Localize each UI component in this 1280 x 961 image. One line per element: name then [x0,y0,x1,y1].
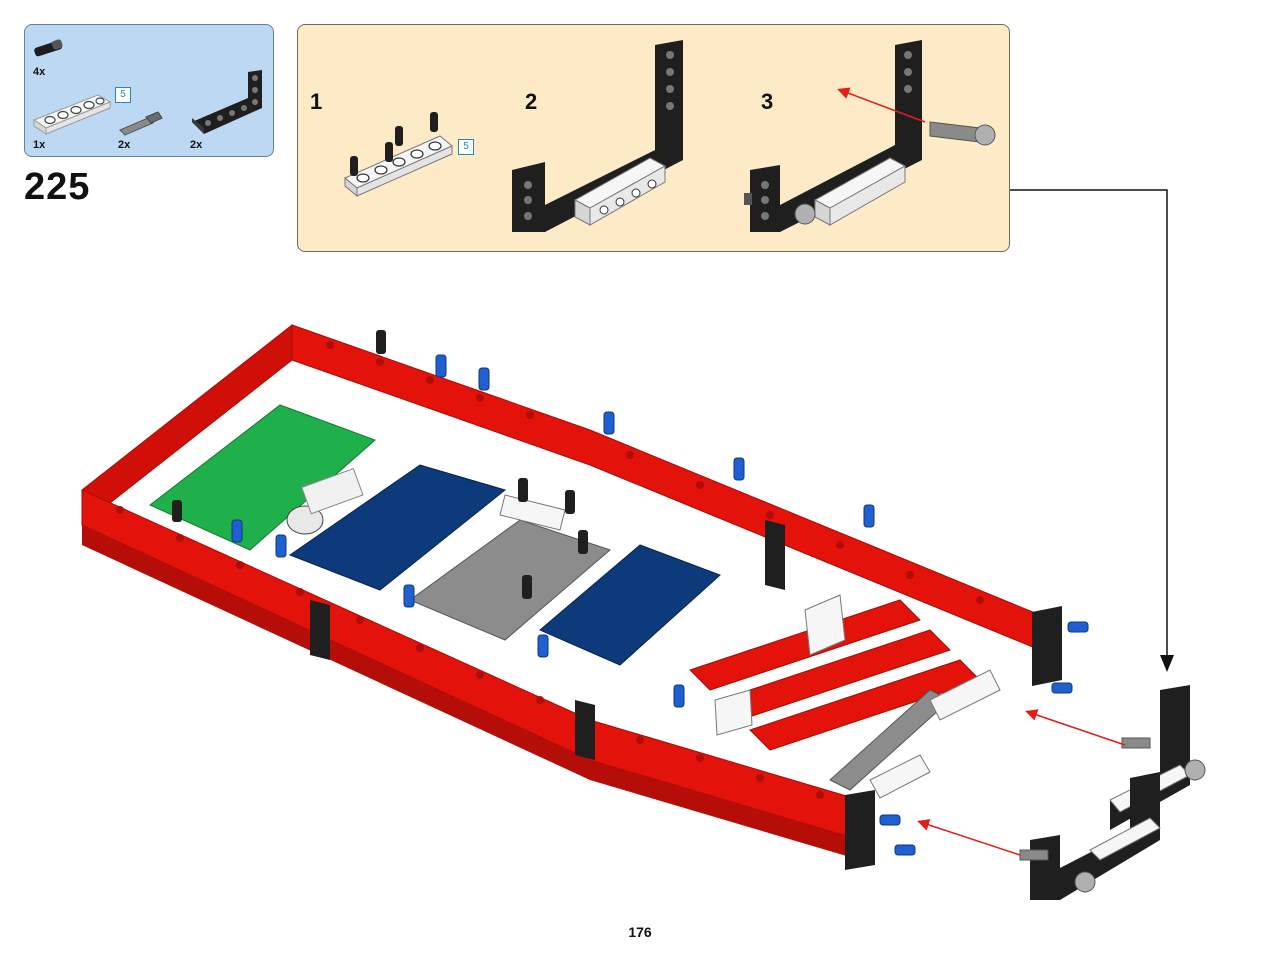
parts-qty-2: 1x [33,139,46,151]
sub-step-3-number: 3 [761,89,774,114]
black-l-beam-icon [192,70,262,134]
sub-step-3-arrow [837,87,926,123]
parts-qty-1: 4x [33,66,46,78]
sub-step-3-assembly [744,40,996,232]
attach-arrow-top [1025,709,1126,746]
gray-pin-icon [119,111,163,136]
black-pin-icon [34,39,63,57]
callout-connector-line [1010,189,1168,665]
sub-step-2-assembly [512,40,683,232]
sub-step-2-number: 2 [525,89,538,114]
incoming-l-beam-bottom [1019,772,1161,900]
parts-qty-4: 2x [190,139,203,151]
sub-step-1-assembly [344,112,453,198]
gray-pin-3 [929,121,996,146]
beam-length-tag: 5 [115,87,131,103]
step-number: 225 [24,166,91,208]
parts-list-box: 4x 1x 5 2x 2x [24,24,274,157]
main-chassis-model [81,323,1089,870]
callout-connector-arrowhead [1160,655,1174,672]
white-beam-icon [32,94,112,135]
attach-arrow-bottom [917,819,1021,856]
page-number: 176 [628,924,652,940]
sub-step-1-number: 1 [310,89,323,114]
parts-qty-3: 2x [118,139,131,151]
sub-step-1-beam-tag: 5 [458,139,474,155]
sub-assembly-box: 1 5 2 3 [297,24,1010,252]
